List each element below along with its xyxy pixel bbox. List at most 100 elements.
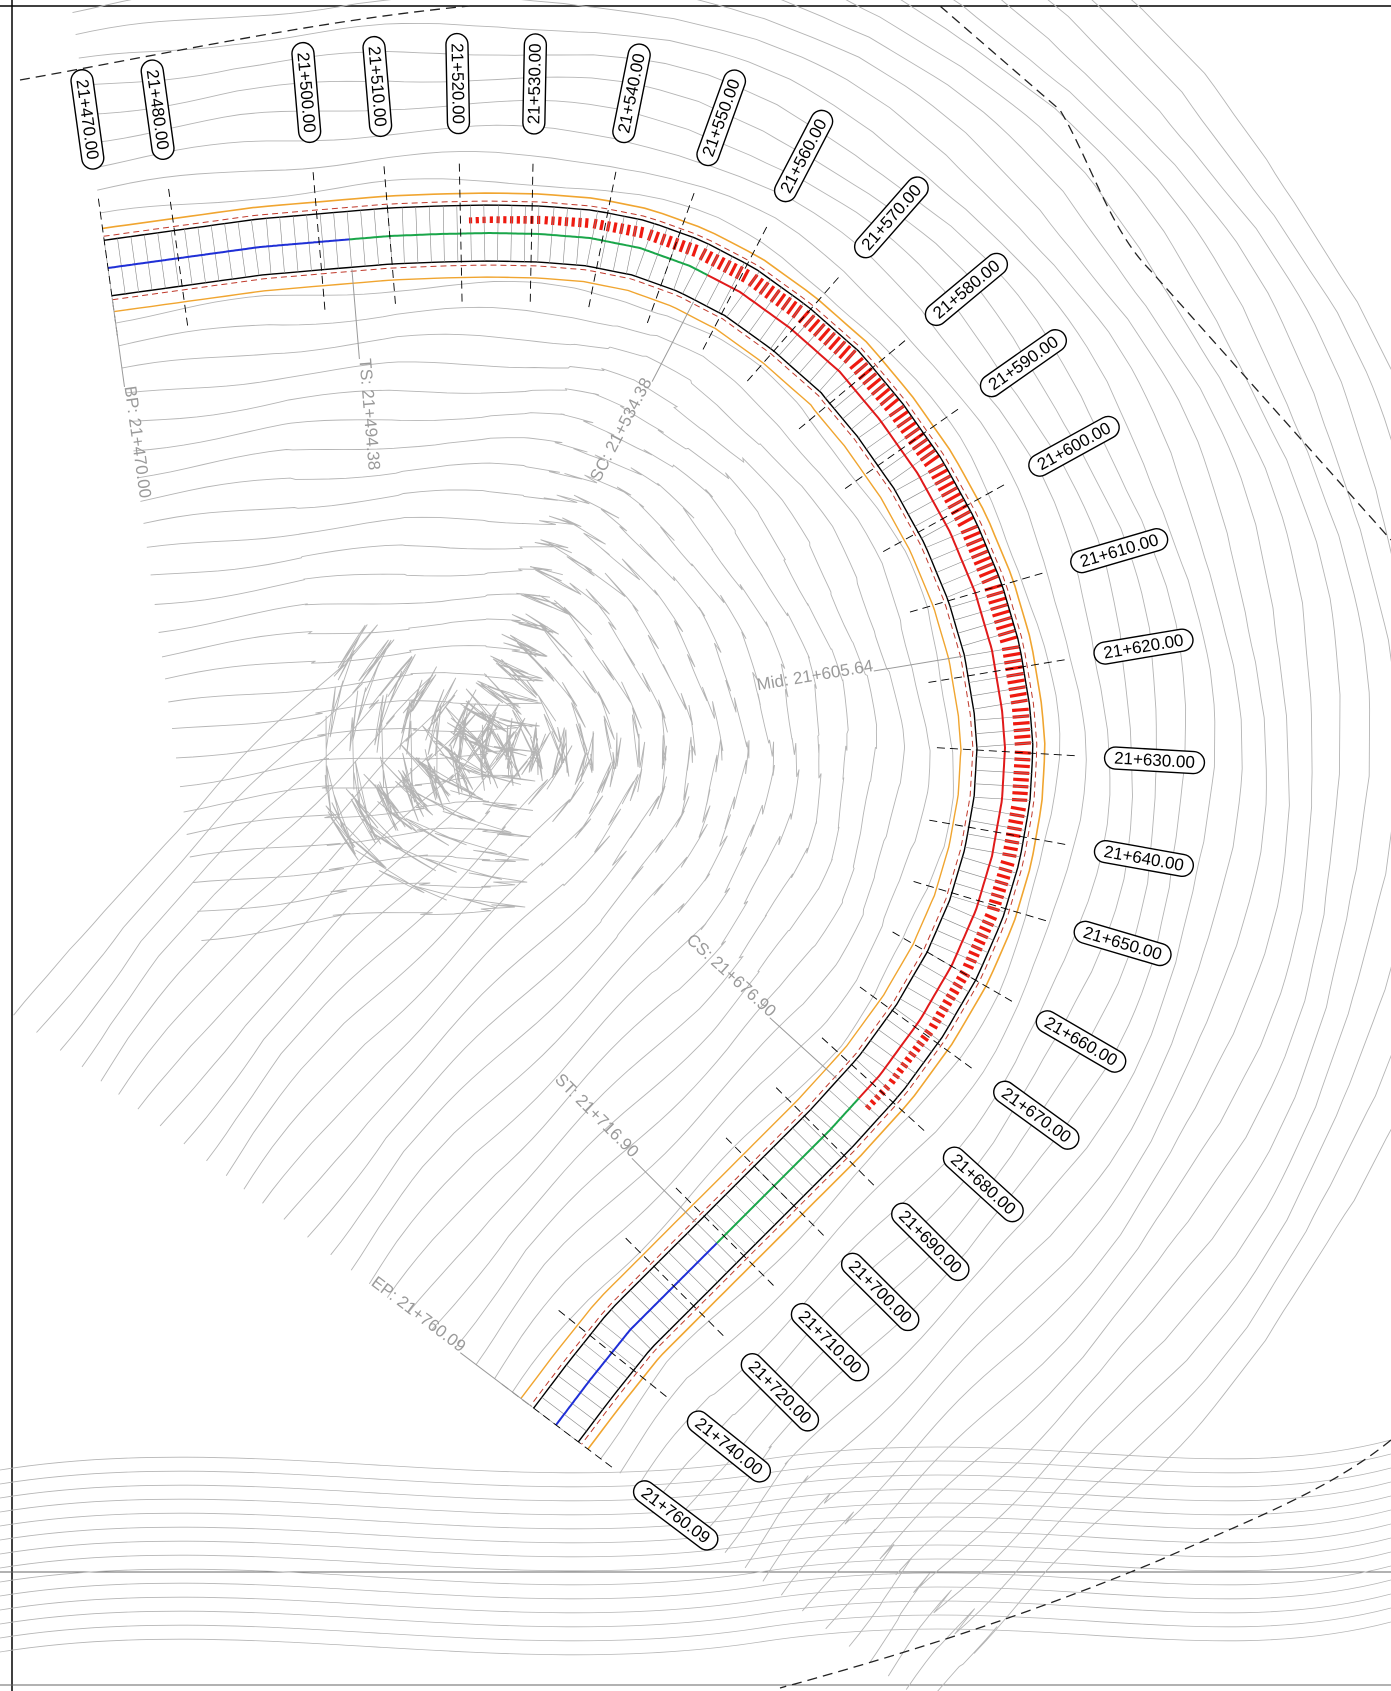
key-point-bp: BP: 21+470.00 <box>121 385 155 500</box>
contour-line <box>86 76 1157 1518</box>
key-point-sc: SC: 21+534.38 <box>586 375 655 485</box>
cut-fill-band <box>900 421 917 435</box>
cut-fill-band <box>599 219 605 231</box>
station-label-text: 21+580.00 <box>929 256 1003 322</box>
centerline-spiral <box>716 1097 860 1244</box>
station-label-pill <box>686 1410 772 1483</box>
cut-fill-band <box>984 913 998 921</box>
contour-line <box>72 0 1267 1582</box>
contour-line <box>171 673 551 1145</box>
section-line <box>820 1036 925 1131</box>
station-label: 21+640.00 <box>1093 839 1194 878</box>
contour-line <box>154 566 668 1220</box>
station-label-text: 21+600.00 <box>1034 418 1114 474</box>
station-label-pill <box>853 176 929 259</box>
contour-line <box>905 0 1391 1690</box>
contour-line <box>0 1495 1391 1530</box>
station-label: 21+630.00 <box>1103 746 1206 775</box>
section-line <box>911 880 1047 922</box>
key-point-leader <box>769 1017 837 1079</box>
contour-line <box>133 412 822 1314</box>
cut-fill-band <box>612 222 618 233</box>
road-alignment <box>102 192 1046 1450</box>
cut-fill-band <box>653 231 661 244</box>
cut-fill-band <box>955 975 967 984</box>
contour-line <box>100 178 1061 1460</box>
cut-fill-band <box>992 609 1010 618</box>
cut-fill-band <box>944 492 962 504</box>
station-label-text: 21+650.00 <box>1081 923 1164 964</box>
cut-fill-band <box>869 1099 877 1106</box>
property-boundary-lines <box>19 5 1391 1689</box>
cut-fill-band <box>1008 819 1024 825</box>
section-line <box>646 192 695 325</box>
cut-fill-band <box>817 327 831 342</box>
section-line <box>927 819 1066 845</box>
contour-line <box>150 539 696 1238</box>
station-label: 21+500.00 <box>291 41 322 144</box>
cut-fill-band <box>888 1078 896 1085</box>
cut-fill-band <box>988 898 1003 906</box>
cut-fill-band <box>923 454 940 468</box>
cut-fill-band <box>999 635 1018 644</box>
section-line <box>890 930 1013 1002</box>
station-label-text: 21+680.00 <box>947 1150 1020 1218</box>
contour-line <box>0 1621 1391 1656</box>
cut-fill-band <box>963 530 982 541</box>
section-line <box>724 1136 824 1236</box>
section-line <box>168 188 189 328</box>
contour-line <box>848 0 1371 1647</box>
contour-line <box>869 0 1391 1663</box>
station-label: 21+510.00 <box>362 35 393 138</box>
cut-fill-band <box>978 925 992 934</box>
contour-line <box>158 592 646 1204</box>
key-point-leader <box>873 655 963 672</box>
contour-line <box>140 462 775 1285</box>
section-line <box>745 277 839 383</box>
cut-fill-band <box>915 443 933 457</box>
cut-fill-band <box>962 962 975 970</box>
key-point-leader <box>111 297 125 387</box>
key-point-st: ST: 21+716.90 <box>551 1070 642 1161</box>
station-label-pill <box>291 41 322 144</box>
cut-fill-band <box>973 937 986 946</box>
station-label-pill <box>632 1480 719 1551</box>
station-label: 21+760.09 <box>632 1480 719 1551</box>
station-label: 21+580.00 <box>924 252 1009 327</box>
section-line <box>926 659 1065 684</box>
contour-line <box>0 1453 1391 1488</box>
station-label-pill <box>70 69 105 170</box>
cut-fill-band <box>875 387 891 402</box>
road-edge-inner <box>104 204 1034 1443</box>
centerline-tangent <box>107 238 350 269</box>
contour-line <box>0 1607 1391 1642</box>
daylight-line <box>112 264 974 1407</box>
station-label: 21+590.00 <box>979 329 1068 398</box>
station-label-text: 21+520.00 <box>447 43 468 124</box>
contour-line <box>143 489 750 1271</box>
contour-line <box>165 633 595 1177</box>
cut-fill-band <box>942 998 953 1007</box>
centerline-tangent <box>555 1242 718 1426</box>
station-label-pill <box>1028 415 1120 477</box>
station-label-pill <box>1093 628 1194 665</box>
cut-fill-band <box>978 568 997 578</box>
contour-line <box>146 515 724 1256</box>
cut-fill-band <box>775 292 787 307</box>
station-label-pill <box>1093 839 1194 878</box>
cut-fill-band <box>716 256 726 271</box>
section-line <box>858 985 972 1069</box>
cut-fill-band <box>728 262 738 277</box>
cut-fill-band <box>1014 734 1031 739</box>
cut-fill-band <box>1000 859 1015 867</box>
section-line <box>458 163 463 304</box>
cut-fill-band <box>931 468 949 480</box>
station-label-text: 21+530.00 <box>524 43 545 124</box>
station-label-text: 21+700.00 <box>845 1257 916 1328</box>
grading-line <box>102 192 1046 1450</box>
station-label: 21+690.00 <box>891 1202 970 1282</box>
contour-line <box>13 624 526 1016</box>
